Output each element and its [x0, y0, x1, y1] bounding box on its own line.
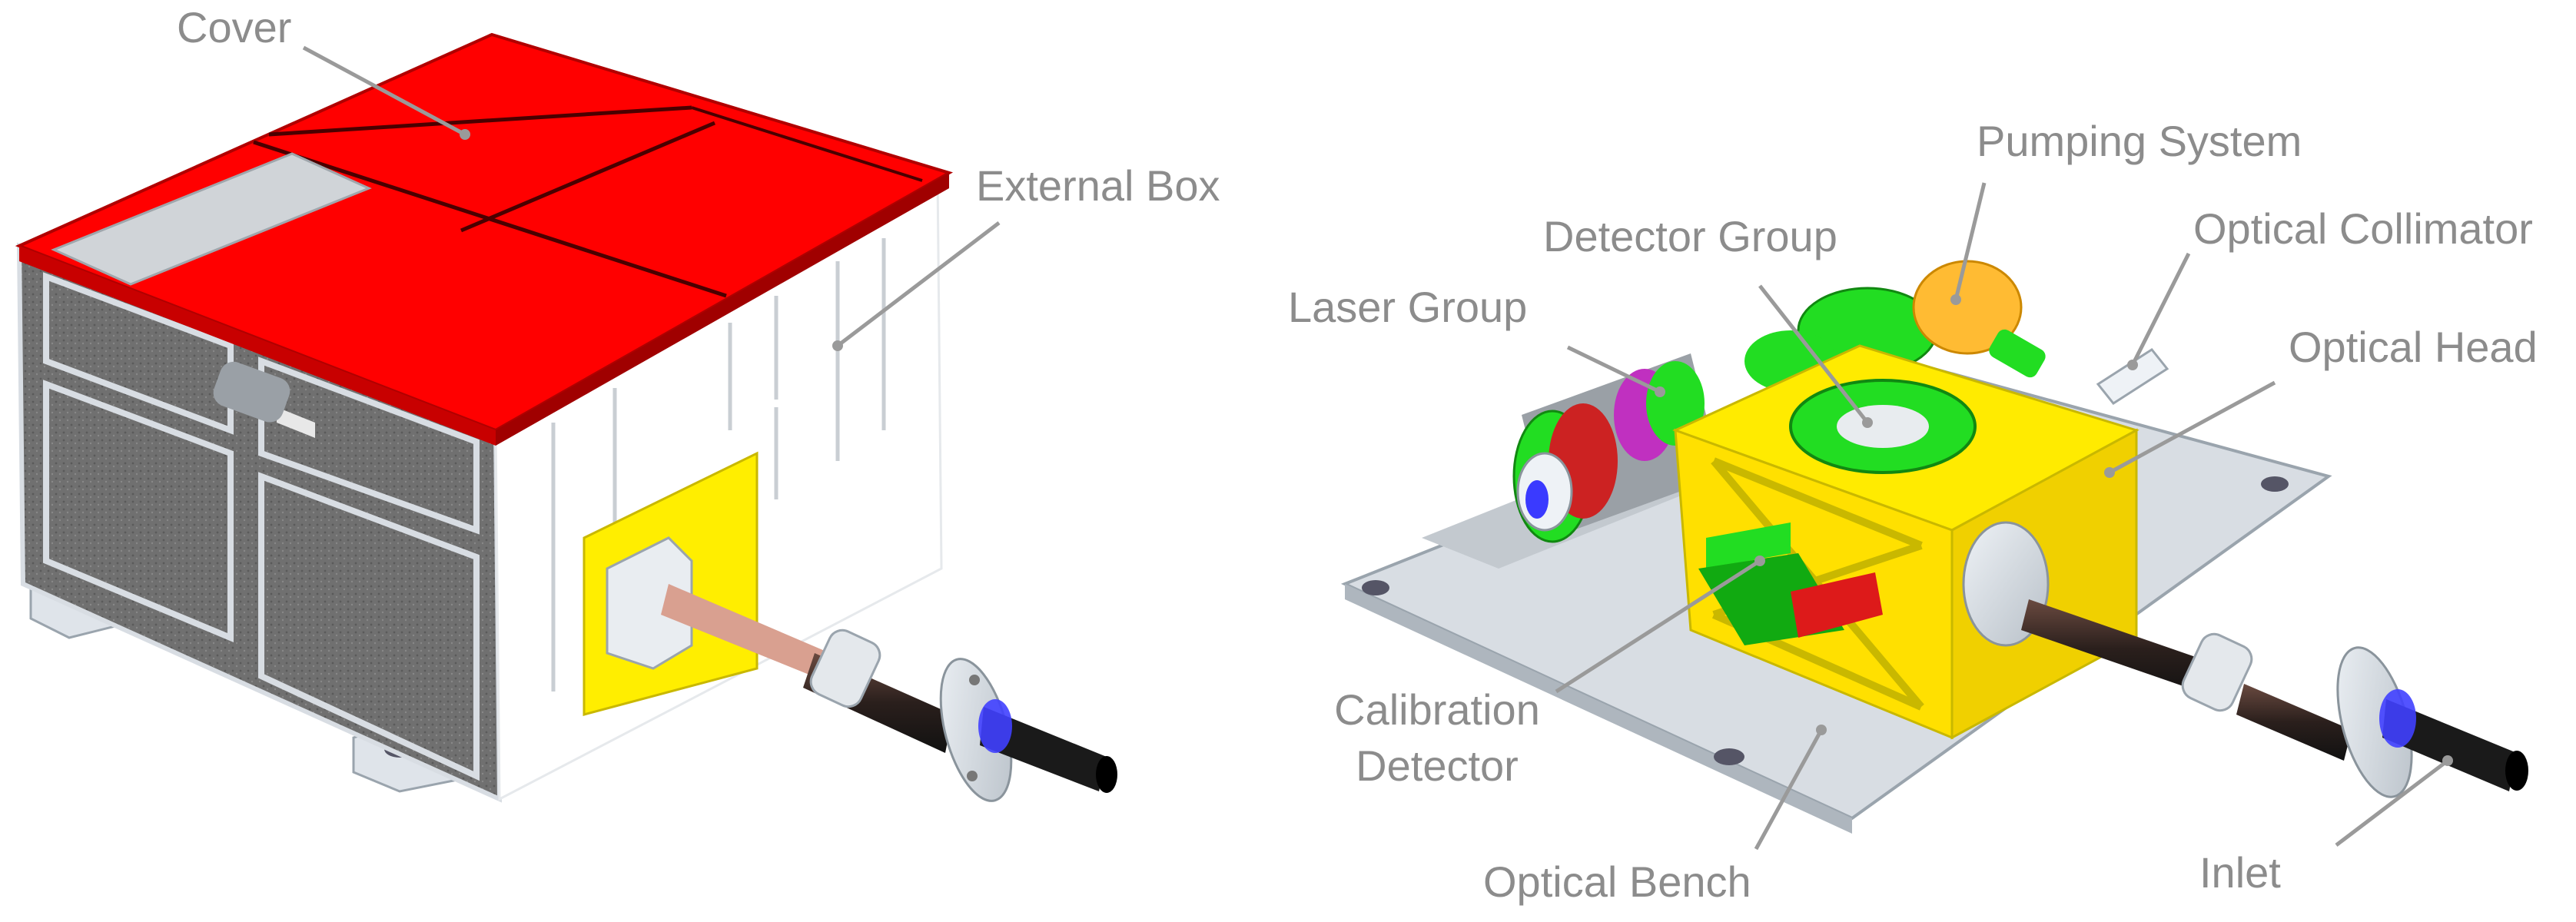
optical-bench-leader-line [1754, 728, 1824, 851]
pumping-system-leader-dot [1950, 294, 1961, 305]
label-laser-group: Laser Group [1288, 283, 1528, 331]
laser-group-leader-dot [1655, 386, 1665, 397]
open-instrument [1340, 182, 2528, 851]
optical-head-leader-dot [2104, 467, 2115, 478]
closed-instrument [15, 32, 1117, 803]
pumping-system-assembly [1744, 260, 2046, 392]
optical-head-assembly [1672, 344, 2139, 740]
label-cover: Cover [177, 3, 292, 51]
label-inlet: Inlet [2199, 848, 2281, 897]
inlet-assembly [2021, 599, 2528, 798]
optical-head-leader-line [2108, 380, 2276, 475]
pumping-system-leader-line [1954, 182, 1987, 300]
laser-group-leader-line [1566, 345, 1661, 394]
inlet-leader-line [2335, 759, 2449, 847]
cover-leader-dot [460, 129, 470, 140]
label-external-box: External Box [976, 161, 1220, 210]
label-calibration-detector-line2: Detector [1356, 741, 1519, 790]
optical-collimator-leader-dot [2127, 360, 2138, 370]
label-optical-head: Optical Head [2289, 323, 2538, 371]
label-detector-group: Detector Group [1543, 212, 1837, 260]
label-pumping-system: Pumping System [1977, 117, 2302, 165]
detector-group-leader-line [1758, 284, 1869, 424]
label-optical-bench: Optical Bench [1483, 857, 1751, 906]
calibration-detector-leader-line [1555, 559, 1761, 694]
inlet-leader-dot [2442, 755, 2453, 766]
optical-bench-leader-dot [1816, 725, 1827, 735]
cover-leader-line [302, 45, 466, 137]
external-box-leader-line [836, 221, 1001, 347]
inlet-mount-plate [583, 451, 759, 716]
optical-collimator-tube [2096, 348, 2169, 405]
cover-panel [15, 32, 954, 446]
detector-group-leader-dot [1862, 417, 1873, 428]
external-box-leader-dot [832, 340, 843, 351]
calibration-detector-leader-dot [1754, 556, 1765, 566]
inlet-shaft [661, 584, 1117, 802]
label-calibration-detector: Calibration Detector [1306, 682, 1568, 794]
label-optical-collimator: Optical Collimator [2193, 204, 2533, 253]
optical-collimator-leader-line [2130, 252, 2191, 366]
label-calibration-detector-line1: Calibration [1334, 685, 1540, 734]
